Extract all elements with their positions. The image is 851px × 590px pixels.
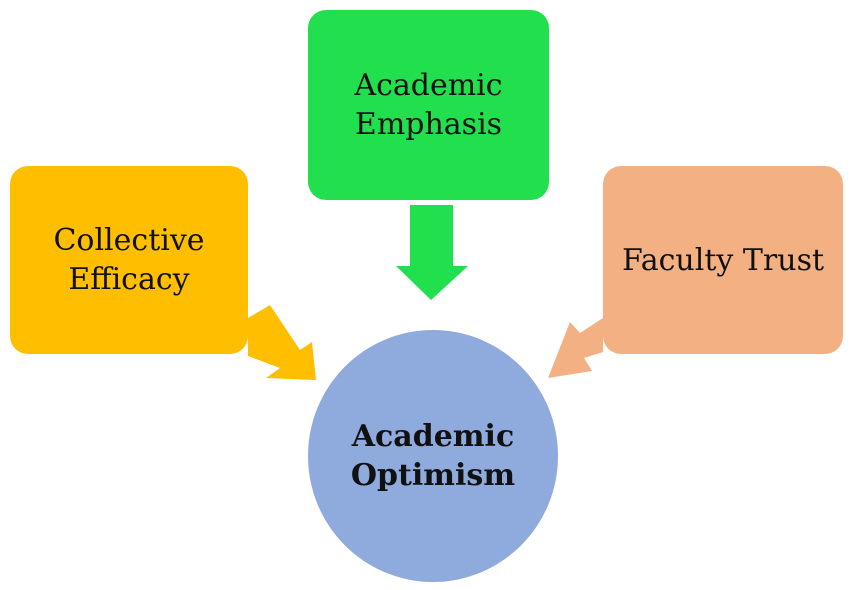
collective-efficacy-line1: Collective <box>53 223 205 258</box>
academic-emphasis-line1: Academic <box>354 68 503 103</box>
academic-optimism-line1: Academic <box>351 419 515 454</box>
academic-optimism-line2: Optimism <box>350 458 516 493</box>
academic-emphasis-box: Academic Emphasis <box>308 10 549 200</box>
faculty-trust-label: Faculty Trust <box>621 242 825 278</box>
academic-emphasis-line2: Emphasis <box>354 107 503 142</box>
faculty-trust-box: Faculty Trust <box>603 166 843 354</box>
collective-efficacy-line2: Efficacy <box>68 262 190 297</box>
arrow-trust-to-optimism <box>548 318 603 378</box>
collective-efficacy-box: Collective Efficacy <box>10 166 248 354</box>
academic-optimism-circle: Academic Optimism <box>308 330 558 582</box>
arrow-efficacy-to-optimism <box>248 305 316 380</box>
arrow-emphasis-to-optimism <box>396 205 468 300</box>
